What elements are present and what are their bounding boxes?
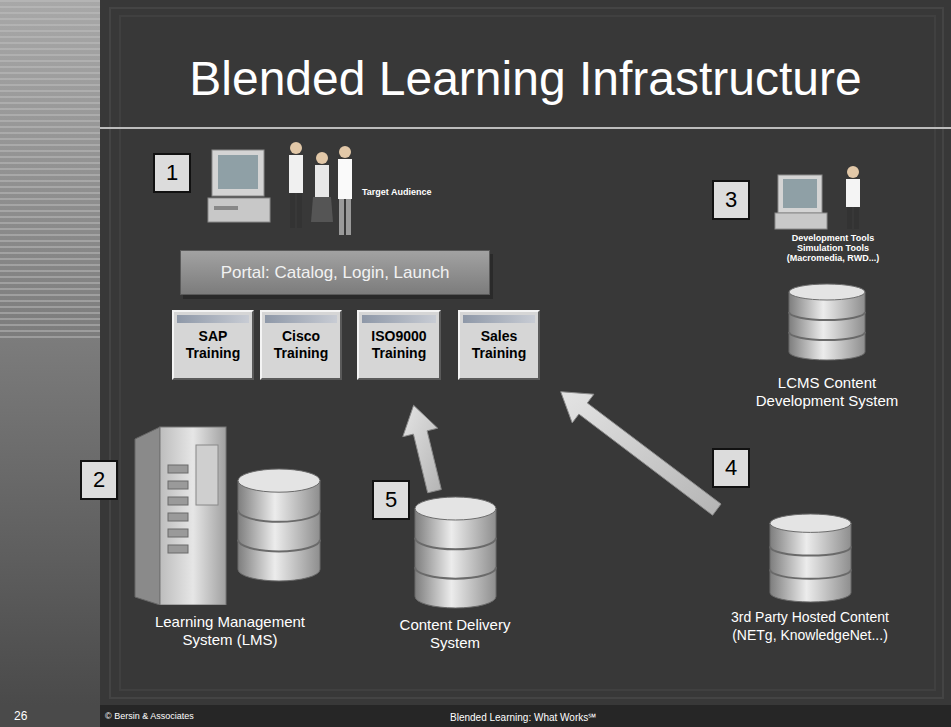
database-node: LCMS Content Development System (752, 282, 902, 414)
people-icon (289, 142, 352, 235)
callout-number: 1 (153, 153, 191, 193)
window-titlebar (362, 315, 436, 323)
database-icon (238, 469, 320, 581)
node-label: Cisco Training (265, 328, 337, 362)
developer-icon (846, 166, 860, 229)
database-icon (768, 512, 853, 604)
database-node: 3rd Party Hosted Content (NETg, Knowledg… (715, 512, 905, 648)
caption-text: © Bersin & Associates (105, 711, 194, 721)
training-window: SAP Training (172, 310, 254, 380)
node-label: Learning Management System (LMS) (130, 613, 330, 649)
computer-icon (208, 150, 270, 222)
slide-title: Blended Learning Infrastructure (100, 50, 951, 108)
window-titlebar (177, 315, 249, 323)
database-icon (787, 282, 867, 362)
database-node: Learning Management System (LMS) (130, 425, 330, 653)
flow-arrow (561, 392, 721, 516)
computer-icon (775, 175, 827, 229)
window-titlebar (265, 315, 337, 323)
portal-bar: Portal: Catalog, Login, Launch (180, 250, 490, 295)
callout-number: 3 (712, 180, 750, 220)
node-label: Content Delivery System (385, 616, 525, 652)
node-label: 3rd Party Hosted Content (NETg, Knowledg… (715, 608, 905, 644)
node-label: SAP Training (177, 328, 249, 362)
callout-number: 5 (372, 480, 410, 520)
node-label: Portal: Catalog, Login, Launch (221, 263, 450, 283)
node-label: Sales Training (463, 328, 535, 362)
server-icon (130, 425, 330, 605)
window-titlebar (463, 315, 535, 323)
training-window: Sales Training (458, 310, 540, 380)
caption-text: Development Tools Simulation Tools (Macr… (768, 233, 898, 263)
caption-text: 26 (14, 709, 27, 723)
training-window: ISO9000 Training (357, 310, 441, 380)
caption-text: Blended Learning: What Works℠ (450, 710, 596, 724)
caption-text: Target Audience (362, 187, 432, 197)
node-label: ISO9000 Training (362, 328, 436, 362)
database-icon (413, 495, 498, 610)
node-label: LCMS Content Development System (752, 374, 902, 410)
callout-number: 4 (712, 448, 750, 488)
portal-text-holder: Portal: Catalog, Login, Launch (221, 263, 450, 283)
training-window: Cisco Training (260, 310, 342, 380)
callout-number: 2 (80, 460, 118, 500)
